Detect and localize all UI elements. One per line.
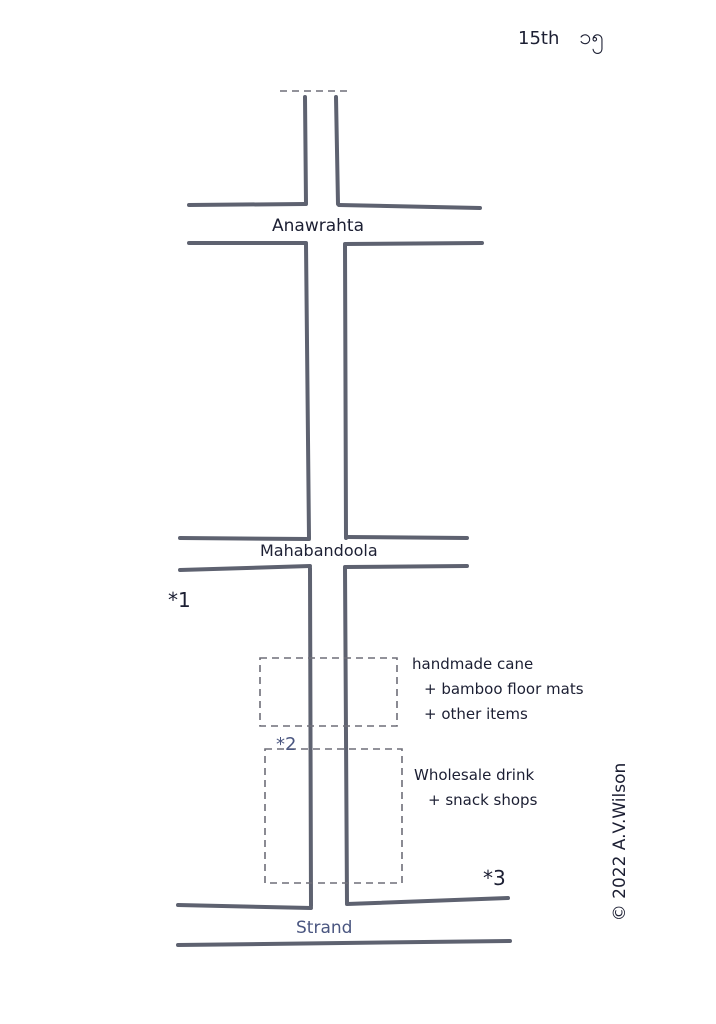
- street-number-my: ၁၅: [579, 25, 604, 50]
- mahabandoola-top-right: [344, 535, 469, 540]
- copyright-credit: © 2022 A.V.Wilson: [610, 762, 630, 922]
- street-label-strand: Strand: [296, 918, 353, 938]
- area-1-note: handmade cane + bamboo floor mats + othe…: [412, 652, 584, 727]
- area-2-line: + snack shops: [428, 791, 538, 809]
- area-2-line: Wholesale drink: [414, 766, 535, 784]
- marker-1: *1: [168, 588, 191, 612]
- street-label-mahabandoola: Mahabandoola: [260, 541, 378, 560]
- mahabandoola-top-left: [178, 536, 311, 541]
- area-1-line: + bamboo floor mats: [424, 680, 584, 698]
- anawrahta-bottom-right: [343, 241, 484, 246]
- mahabandoola-bottom-left: [178, 564, 312, 572]
- street-15th-mid-left: [304, 242, 311, 540]
- area-1-line: + other items: [424, 705, 528, 723]
- street-15th-north-left: [303, 95, 308, 206]
- strand-top-right: [345, 896, 510, 906]
- street-number-en: 15th: [518, 28, 560, 49]
- street-15th-mid-right: [343, 243, 348, 540]
- strand-bottom: [176, 939, 512, 947]
- mahabandoola-bottom-right: [343, 564, 469, 569]
- marker-2: *2: [276, 734, 297, 755]
- area-1-line: handmade cane: [412, 655, 534, 673]
- area-box-2: [264, 748, 403, 884]
- street-15th-north-right: [334, 95, 340, 206]
- strand-top-left: [176, 903, 313, 910]
- street-label-anawrahta: Anawrahta: [272, 216, 364, 236]
- marker-3: *3: [483, 866, 506, 890]
- anawrahta-top-right: [337, 203, 482, 210]
- anawrahta-top-left: [187, 202, 307, 207]
- area-2-note: Wholesale drink + snack shops: [414, 763, 537, 813]
- street-15th-south-left: [308, 566, 313, 908]
- street-number-label: 15th ၁၅: [518, 22, 604, 55]
- street-15th-south-right: [343, 566, 349, 905]
- area-box-1: [259, 657, 398, 727]
